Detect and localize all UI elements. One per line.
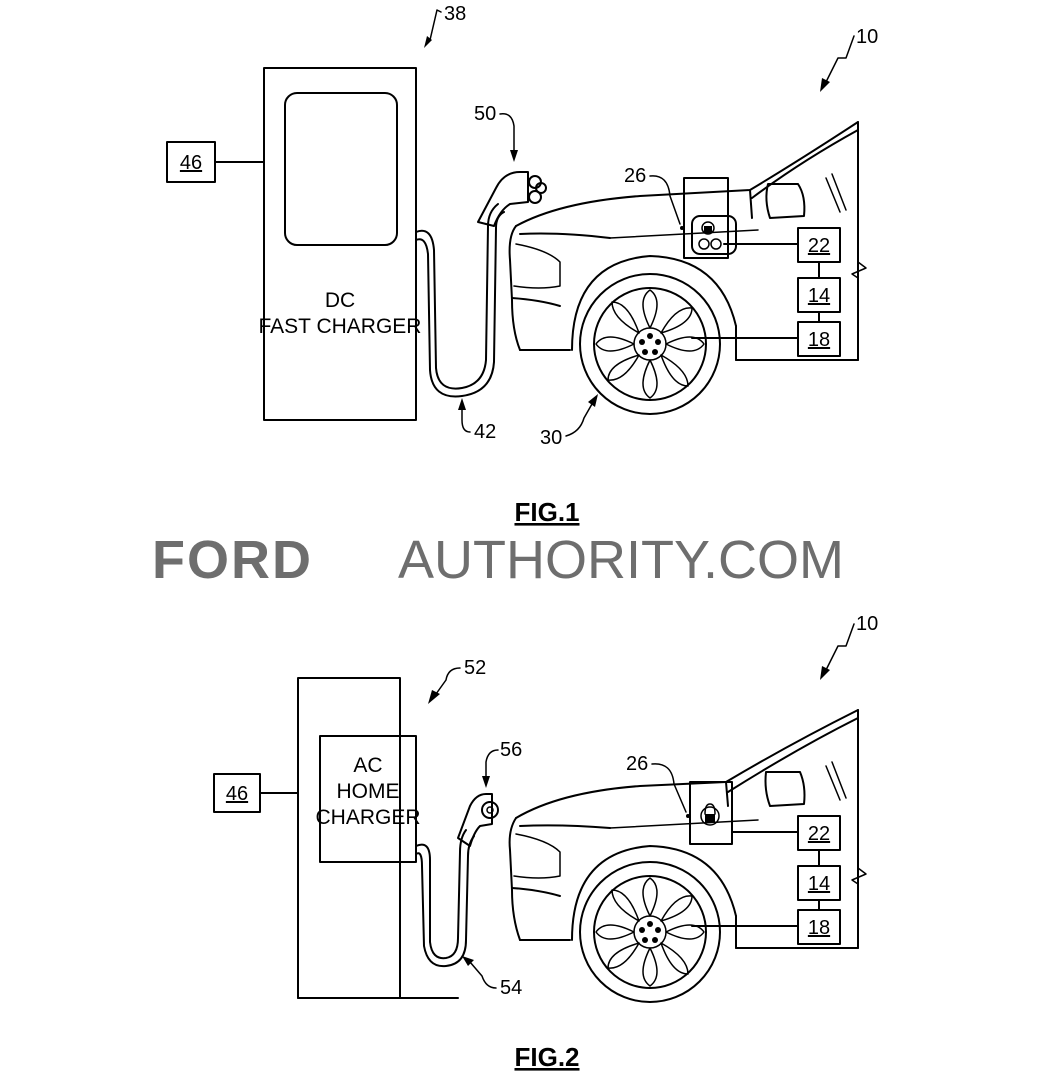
ref-30-leader: 30 <box>540 394 598 449</box>
ref-26: 26 <box>624 165 646 187</box>
ref-14: 14 <box>808 285 830 307</box>
figure-2: AC HOME CHARGER 46 52 54 <box>214 613 878 1072</box>
ref-38: 38 <box>444 3 466 25</box>
ref-54-leader: 54 <box>462 956 522 999</box>
ref-30: 30 <box>540 427 562 449</box>
wheel-fig2 <box>580 862 720 1002</box>
wheel-30 <box>580 274 720 414</box>
charging-cable-54 <box>416 830 474 966</box>
charger2-text-line-3: CHARGER <box>315 806 420 829</box>
vehicle-10-fig2: 22 14 18 <box>510 710 866 1002</box>
ref-46-fig2: 46 <box>226 783 248 805</box>
ref-54: 54 <box>500 977 522 999</box>
remote-box-46: 46 <box>167 142 264 182</box>
ref-10: 10 <box>856 26 878 48</box>
remote-box-46-fig2: 46 <box>214 774 298 812</box>
charger-text-line-2: FAST CHARGER <box>259 315 422 338</box>
ref-56: 56 <box>500 739 522 761</box>
ref-52-leader: 52 <box>428 657 486 704</box>
ac-home-charger-52: AC HOME CHARGER <box>298 678 458 998</box>
control-boxes: 22 14 18 <box>692 228 840 356</box>
watermark-brand: FORD <box>152 530 313 590</box>
charger2-text-line-1: AC <box>353 754 382 777</box>
ref-10-leader: 10 <box>820 26 878 92</box>
charge-port-26-fig2 <box>690 782 732 844</box>
figure-1: DC FAST CHARGER 46 38 42 <box>167 3 878 527</box>
ref-50: 50 <box>474 103 496 125</box>
ref-42-leader: 42 <box>458 398 496 443</box>
ref-52: 52 <box>464 657 486 679</box>
control-boxes-fig2: 22 14 18 <box>692 816 840 944</box>
watermark: FORD AUTHORITY.COM <box>152 530 844 590</box>
ref-56-leader: 56 <box>482 739 522 788</box>
ac-connector-56 <box>458 794 498 846</box>
figure-1-caption: FIG.1 <box>514 497 579 527</box>
figure-2-caption: FIG.2 <box>514 1042 579 1072</box>
ref-10-leader-fig2: 10 <box>820 613 878 680</box>
ref-22: 22 <box>808 235 830 257</box>
ref-26-fig2: 26 <box>626 753 648 775</box>
dc-fast-charger: DC FAST CHARGER <box>259 68 422 420</box>
charger2-text-line-2: HOME <box>337 780 400 803</box>
ref-18: 18 <box>808 329 830 351</box>
vehicle-10: 22 14 18 <box>510 122 866 414</box>
ref-10-fig2: 10 <box>856 613 878 635</box>
ref-46: 46 <box>180 152 202 174</box>
ref-42: 42 <box>474 421 496 443</box>
charging-cable-42 <box>416 204 504 396</box>
ref-18-fig2: 18 <box>808 917 830 939</box>
ref-14-fig2: 14 <box>808 873 830 895</box>
ref-38-leader: 38 <box>424 3 466 48</box>
charger-text-line-1: DC <box>325 289 355 312</box>
ref-50-leader: 50 <box>474 103 518 162</box>
watermark-site: AUTHORITY.COM <box>398 530 844 590</box>
charge-port-26 <box>684 178 736 258</box>
ref-22-fig2: 22 <box>808 823 830 845</box>
